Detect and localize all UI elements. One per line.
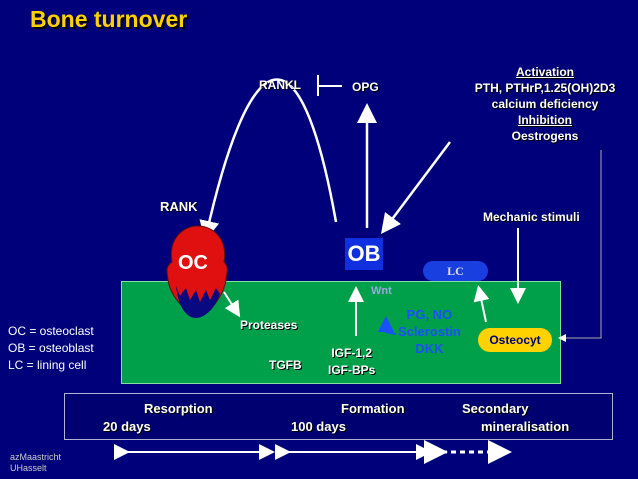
- label-pg-3: DKK: [415, 341, 444, 356]
- label-resorption-days: 20 days: [103, 419, 151, 434]
- label-rank: RANK: [160, 199, 198, 214]
- page-title: Bone turnover: [30, 6, 188, 32]
- label-pg-2: Sclerostin: [398, 324, 461, 339]
- label-formation-days: 100 days: [291, 419, 346, 434]
- label-pg-group: PG, NO Sclerostin DKK: [398, 306, 461, 357]
- label-mineralisation: mineralisation: [481, 419, 570, 434]
- inhibition-line: Oestrogens: [511, 129, 579, 143]
- abbreviation-legend: OC = osteoclast OB = osteoblast LC = lin…: [8, 323, 94, 374]
- activation-block: Activation PTH, PTHrP,1.25(OH)2D3 calciu…: [456, 64, 634, 144]
- label-igf-1: IGF-1,2: [331, 346, 373, 360]
- activation-arrow: [381, 141, 451, 234]
- osteoclast-base: [176, 286, 220, 318]
- label-igf: IGF-1,2 IGF-BPs: [328, 345, 375, 379]
- legend-lc: LC = lining cell: [8, 358, 87, 372]
- label-secondary: Secondary: [462, 401, 529, 416]
- label-rankl: RANKL: [259, 78, 301, 92]
- activation-heading: Activation: [515, 65, 574, 79]
- legend-oc: OC = osteoclast: [8, 324, 94, 338]
- activation-line-1: PTH, PTHrP,1.25(OH)2D3: [474, 81, 616, 95]
- label-formation: Formation: [341, 401, 405, 416]
- osteoclast-cell: [166, 225, 228, 315]
- label-wnt: Wnt: [371, 285, 392, 297]
- timeline-box: [64, 393, 613, 440]
- osteoblast-box: OB: [345, 238, 383, 270]
- feedback-line: [558, 150, 602, 342]
- credits: azMaastricht UHasselt: [10, 452, 61, 474]
- label-mechanic-stimuli: Mechanic stimuli: [483, 210, 580, 224]
- osteocyte-lc-arrow: [473, 285, 490, 323]
- inhibition-heading: Inhibition: [518, 113, 572, 127]
- label-opg: OPG: [352, 80, 379, 94]
- credit-line-2: UHasselt: [10, 463, 47, 473]
- label-tgfb: TGFB: [269, 358, 302, 372]
- lining-cell-box: LC: [423, 261, 488, 281]
- label-resorption: Resorption: [144, 401, 213, 416]
- activation-line-2: calcium deficiency: [491, 97, 599, 111]
- oc-proteases-arrow: [223, 291, 241, 318]
- legend-ob: OB = osteoblast: [8, 341, 94, 355]
- credit-line-1: azMaastricht: [10, 452, 62, 462]
- label-oc: OC: [178, 252, 208, 274]
- label-igf-2: IGF-BPs: [328, 363, 376, 377]
- pg-hook-arrow: [378, 316, 397, 335]
- osteocyte-box: Osteocyt: [478, 328, 552, 352]
- rankl-arc-arrow: [199, 78, 338, 241]
- label-pg-1: PG, NO: [406, 307, 453, 322]
- label-proteases: Proteases: [240, 318, 298, 332]
